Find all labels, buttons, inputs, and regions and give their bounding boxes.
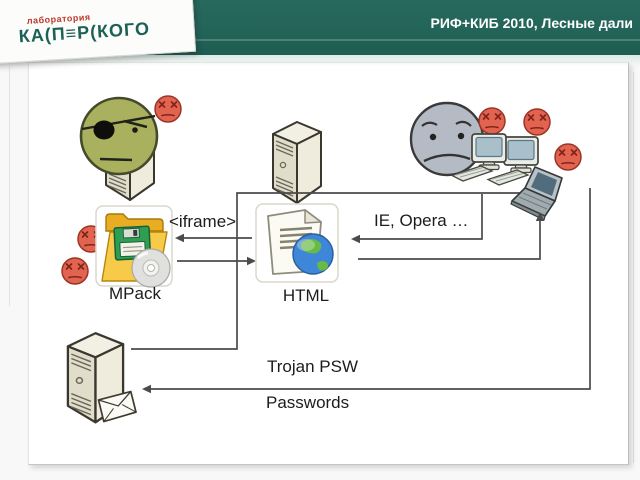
laptop-icon xyxy=(510,166,563,221)
page-edge-right xyxy=(633,72,634,463)
envelope-icon xyxy=(97,390,137,423)
angry-face-icon-3 xyxy=(61,257,89,285)
globe-icon xyxy=(292,233,334,275)
cd-icon xyxy=(131,248,171,288)
server-icon-web xyxy=(272,121,322,204)
arrow-passwords-to-dropzone xyxy=(150,188,591,390)
arrow-browsers-to-html xyxy=(359,194,483,240)
arrowhead-left-dropzone xyxy=(142,384,151,394)
header-title: РИФ+КИБ 2010, Лесные дали xyxy=(430,15,633,31)
arrowhead-left-html xyxy=(351,234,360,244)
passwords-label: Passwords xyxy=(266,393,350,412)
angry-face-icon-5 xyxy=(523,108,551,136)
page-edge-left xyxy=(9,66,10,306)
angry-face-icon-1 xyxy=(154,95,182,123)
mpack-label: MPack xyxy=(109,284,161,303)
keyboard-icon-2 xyxy=(487,169,529,186)
angry-face-icon-6 xyxy=(554,143,582,171)
arrow-html-to-laptop xyxy=(358,221,541,260)
hacker-face-icon xyxy=(79,96,159,176)
angry-face-icon-4 xyxy=(478,107,506,135)
desktop-computer-icon-1 xyxy=(471,133,507,171)
arrowhead-left-mpack xyxy=(175,233,184,243)
browsers-label: IE, Opera … xyxy=(374,211,469,230)
html-label: HTML xyxy=(282,286,330,305)
iframe-label: <iframe> xyxy=(169,212,237,231)
mpack-folder-icon xyxy=(95,205,173,288)
arrowhead-right-html xyxy=(247,256,256,266)
arrowhead-up-laptop xyxy=(535,212,545,221)
trojan-psw-label: Trojan PSW xyxy=(267,357,359,376)
desktop-computer-icon-2 xyxy=(503,136,539,174)
header-fade xyxy=(0,55,640,66)
html-page-icon xyxy=(255,203,339,283)
line-dropzone-to-users xyxy=(131,192,532,350)
